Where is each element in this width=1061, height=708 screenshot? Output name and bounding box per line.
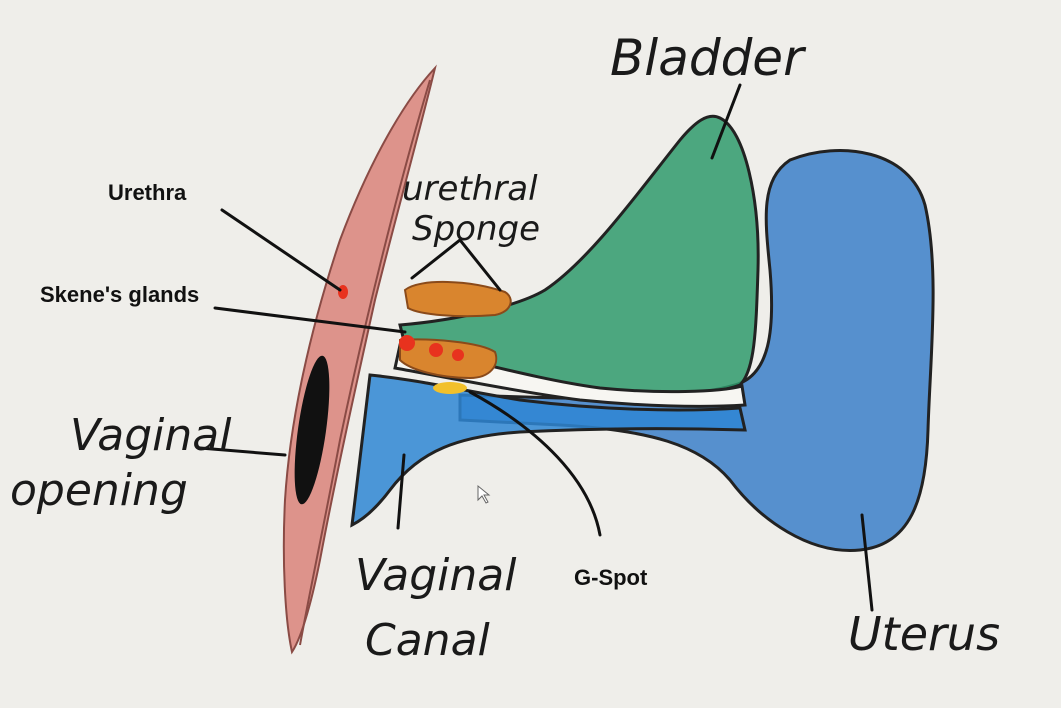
vaginal-canal-label-1: Vaginal — [355, 550, 517, 601]
urethra-leader — [220, 208, 342, 292]
vaginal-canal-label-2: Canal — [365, 615, 491, 666]
uterus-leader — [860, 513, 874, 612]
g-spot-label: G-Spot — [574, 565, 648, 590]
urethra-label: Urethra — [108, 180, 187, 205]
vaginal-opening-label-1: Vaginal — [70, 410, 232, 461]
vaginal-canal-shape — [350, 373, 747, 528]
skenes-sponge-shape — [399, 338, 498, 380]
bladder-label: Bladder — [610, 29, 807, 87]
vaginal-opening-leader — [198, 446, 287, 457]
skenes-gland-dot — [429, 343, 443, 357]
labia-inner-line — [299, 79, 431, 646]
vaginal-canal-leader — [396, 453, 406, 530]
skenes-glands-label: Skene's glands — [40, 282, 199, 307]
skenes-leader — [213, 306, 407, 334]
g-spot-shape — [433, 382, 467, 394]
uterus-shape — [458, 149, 935, 552]
skenes-gland-dot — [452, 349, 464, 361]
g-spot-leader — [468, 390, 602, 537]
cursor-icon — [477, 484, 491, 504]
skenes-gland-dot — [399, 335, 415, 351]
bladder-leader — [710, 83, 742, 160]
vaginal-opening-shape — [294, 355, 330, 505]
uterus-label: Uterus — [848, 607, 1000, 661]
urethral-sponge-label-1: urethral — [402, 169, 538, 209]
vaginal-opening-label-2: opening — [10, 465, 188, 516]
labia-shape — [282, 64, 437, 655]
urethral-sponge-shape — [403, 280, 512, 318]
urethra-marker — [338, 285, 348, 299]
urethral-sponge-label-2: Sponge — [412, 209, 540, 249]
urethral-sponge-leader — [410, 237, 502, 292]
